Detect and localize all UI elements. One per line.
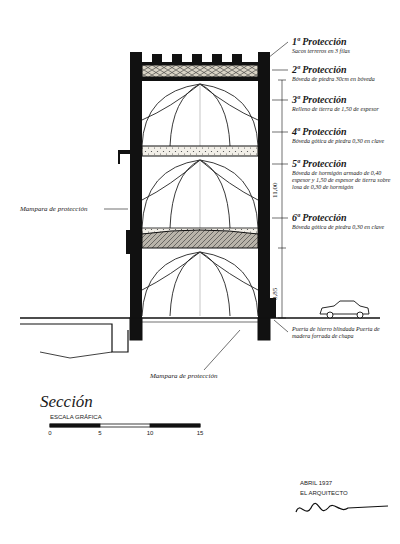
car [320,301,369,318]
scale-number: 0 [48,430,51,437]
signature-caption: EL ARQUITECTO [300,490,348,497]
gothic-vaults [142,84,258,316]
door-label: Puerta de hierro blindada Puerta de made… [292,326,392,340]
scale-number: 15 [197,430,204,437]
protection-title: 2ª Protección [292,64,347,76]
scale-caption: ESCALA GRÁFICA [50,414,102,421]
roof-slab [130,77,270,81]
dimension: 11,00 [271,183,279,199]
concrete-vault [142,230,258,248]
protection-title: 5ª Protección [292,158,347,170]
protection-note: Sacos terreros en 3 filas [292,48,392,55]
earth-fill [142,146,258,156]
section-title: Sección [40,392,93,412]
protection-note: Relleno de tierra de 1,50 de espesor [292,106,392,113]
protection-note: Bóveda de piedra 30cm en bóveda [292,76,392,83]
date: ABRIL 1937 [300,480,332,487]
battlements [130,52,270,65]
dimension-line [278,80,286,318]
leader-lines [104,42,288,370]
scale-number: 5 [98,430,101,437]
protection-note: Bóveda gótica de piedra 0,30 en clave [292,224,392,231]
protection-title: 3ª Protección [292,94,347,106]
dimension: 8,85 [271,288,279,300]
screen-label: Mampara de protección [20,205,87,213]
protection-title: 1ª Protección [292,36,347,48]
screen-label: Mampara de protección [150,372,217,380]
scale-bar [50,424,200,427]
walls [118,60,276,318]
protection-note: Bóveda gótica de piedra 0,30 en clave [292,138,392,145]
sandbag-layer [142,65,258,77]
signature [296,503,388,512]
protection-note: Bóveda de hormigón armado de 0,40 espeso… [292,170,392,191]
protection-title: 6ª Protección [292,212,347,224]
scale-number: 10 [147,430,154,437]
protection-title: 4ª Protección [292,126,347,138]
